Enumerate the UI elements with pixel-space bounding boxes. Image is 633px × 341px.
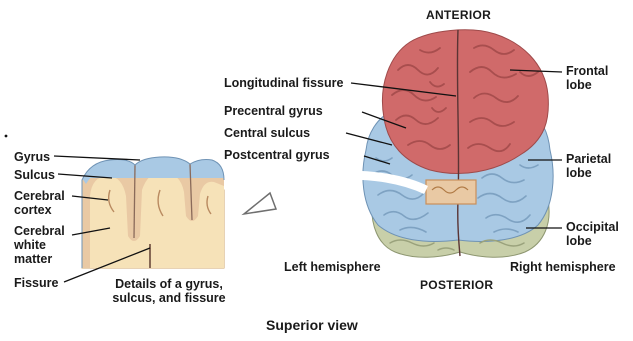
frontal-lobe	[382, 30, 548, 174]
left-hemisphere-label: Left hemisphere	[284, 260, 381, 274]
postcentral-gyrus-label: Postcentral gyrus	[224, 148, 330, 162]
highlight-region	[426, 180, 476, 204]
frontal-lobe-label-line2: lobe	[566, 78, 608, 92]
detail-caption-line2: sulcus, and fissure	[104, 291, 234, 305]
cerebral-cortex-label: Cerebral cortex	[14, 189, 65, 217]
anterior-label: ANTERIOR	[426, 8, 491, 22]
fissure-label: Fissure	[14, 276, 58, 290]
cerebral-cortex-label-line1: Cerebral	[14, 189, 65, 203]
detail-caption-line1: Details of a gyrus,	[104, 277, 234, 291]
white-matter-label-line3: matter	[14, 252, 65, 266]
detail-block	[82, 156, 224, 268]
right-hemisphere-label: Right hemisphere	[510, 260, 616, 274]
precentral-gyrus-label: Precentral gyrus	[224, 104, 323, 118]
white-matter-label-line2: white	[14, 238, 65, 252]
sulcus-label: Sulcus	[14, 168, 55, 182]
gyrus-label: Gyrus	[14, 150, 50, 164]
longitudinal-fissure-label: Longitudinal fissure	[224, 76, 343, 90]
view-title: Superior view	[266, 318, 358, 332]
dot-marker	[5, 135, 8, 138]
cerebral-white-matter-label: Cerebral white matter	[14, 224, 65, 266]
parietal-lobe-label: Parietal lobe	[566, 152, 611, 180]
central-sulcus-label: Central sulcus	[224, 126, 310, 140]
cerebral-cortex-label-line2: cortex	[14, 203, 65, 217]
frontal-lobe-label-line1: Frontal	[566, 64, 608, 78]
parietal-lobe-label-line1: Parietal	[566, 152, 611, 166]
parietal-lobe-label-line2: lobe	[566, 166, 611, 180]
occipital-lobe-label-line1: Occipital	[566, 220, 619, 234]
detail-caption: Details of a gyrus, sulcus, and fissure	[104, 277, 234, 305]
occipital-lobe-label-line2: lobe	[566, 234, 619, 248]
posterior-label: POSTERIOR	[420, 278, 493, 292]
frontal-lobe-label: Frontal lobe	[566, 64, 608, 92]
occipital-lobe-label: Occipital lobe	[566, 220, 619, 248]
white-matter-label-line1: Cerebral	[14, 224, 65, 238]
